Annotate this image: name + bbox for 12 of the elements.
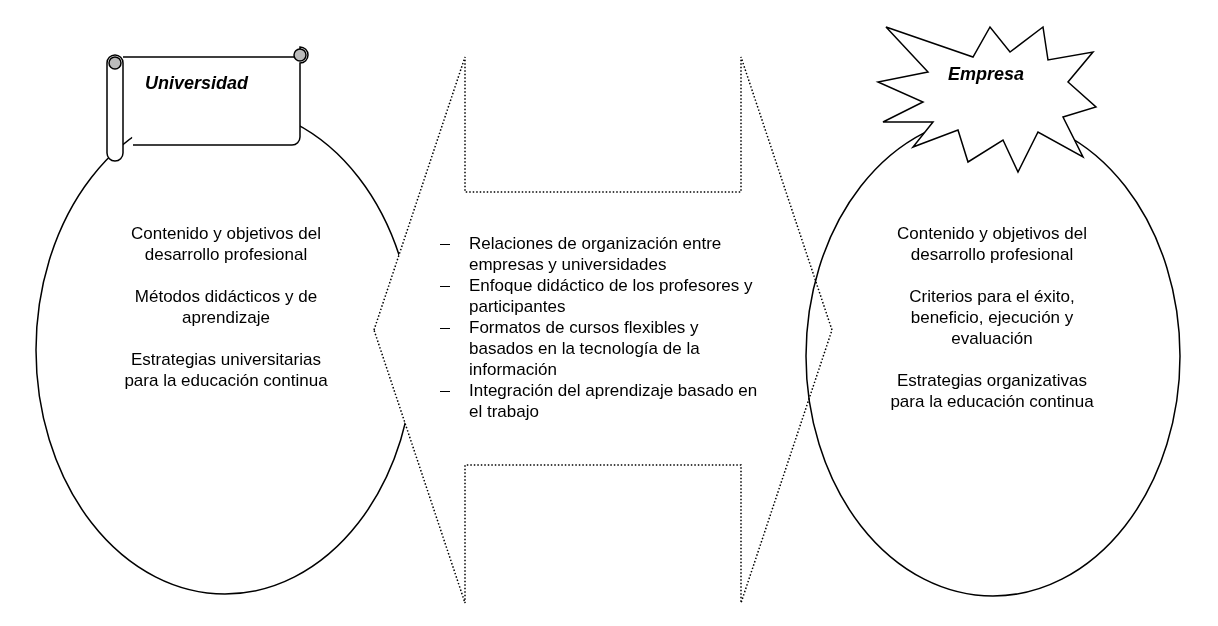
- bullet-text: Enfoque didáctico de los profesores y participantes: [469, 275, 754, 317]
- body-text: Estrategias organizativas para la educación continua: [889, 370, 1095, 412]
- body-text: Contenido y objetivos del desarrollo profesional: [896, 223, 1088, 265]
- bullet-text: Relaciones de organización entre empresas y universidades: [469, 233, 723, 275]
- body-text: Métodos didácticos y de aprendizaje: [133, 286, 319, 328]
- heading: Empresa: [948, 64, 1026, 85]
- bullet-text: Integración del aprendizaje basado en el trabajo: [469, 380, 759, 422]
- bullet-text: Formatos de cursos flexibles y basados en la tecnología de la información: [469, 317, 701, 380]
- body-text: Criterios para el éxito, beneficio, ejecución y evaluación: [908, 286, 1076, 349]
- body-text: Contenido y objetivos del desarrollo profesional: [130, 223, 322, 265]
- body-text: Estrategias universitarias para la educación continua: [123, 349, 329, 391]
- heading: Universidad: [145, 73, 250, 94]
